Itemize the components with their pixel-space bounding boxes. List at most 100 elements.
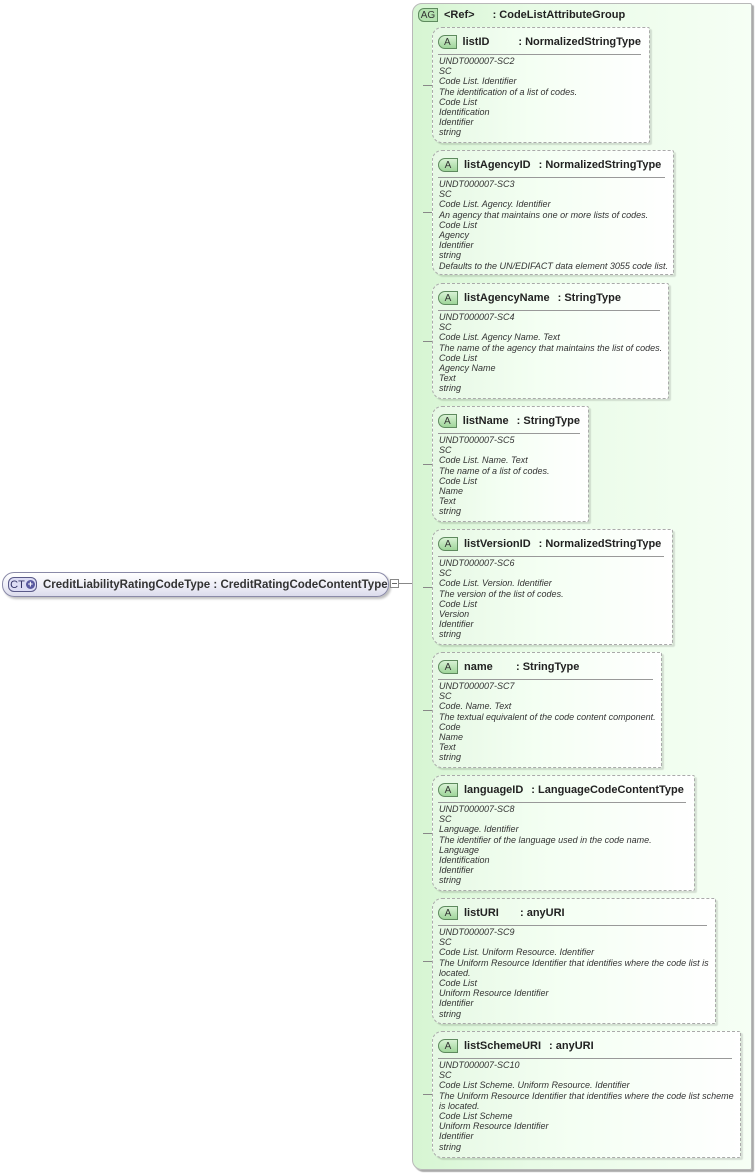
attribute-badge: A xyxy=(438,414,457,428)
attribute-languageID[interactable]: A languageID : LanguageCodeContentType U… xyxy=(432,775,695,891)
doc-line: UNDT000007-SC8 xyxy=(439,804,515,814)
attribute-type: : anyURI xyxy=(549,1040,594,1052)
attribute-documentation: UNDT000007-SC8 SC Language. Identifier T… xyxy=(439,804,690,886)
attribute-name[interactable]: A name : StringType UNDT000007-SC7 SC Co… xyxy=(432,652,662,768)
doc-line: Code List xyxy=(439,475,478,486)
complex-type-base: CreditRatingCodeContentType xyxy=(220,578,388,591)
attribute-name: listAgencyID xyxy=(464,159,531,171)
connector-branch xyxy=(423,833,432,834)
doc-line: Name xyxy=(439,486,464,497)
attribute-group-header[interactable]: AG <Ref> : CodeListAttributeGroup xyxy=(418,8,625,22)
doc-line: Uniform Resource Identifier xyxy=(439,1121,549,1132)
doc-line: Code List xyxy=(439,978,478,989)
attribute-listName[interactable]: A listName : StringType UNDT000007-SC5 S… xyxy=(432,406,589,522)
attribute-documentation: UNDT000007-SC5 SC Code List. Name. Text … xyxy=(439,435,584,517)
attribute-badge: A xyxy=(438,291,458,305)
attribute-listSchemeURI[interactable]: A listSchemeURI : anyURI UNDT000007-SC10… xyxy=(432,1031,741,1158)
doc-line: The identification of a list of codes. xyxy=(439,86,578,97)
doc-line: string xyxy=(439,127,462,138)
attribute-listURI[interactable]: A listURI : anyURI UNDT000007-SC9 SC Cod… xyxy=(432,898,716,1024)
attribute-documentation: UNDT000007-SC7 SC Code. Name. Text The t… xyxy=(439,681,657,763)
attribute-name: listSchemeURI xyxy=(464,1040,542,1052)
doc-line: UNDT000007-SC7 xyxy=(439,681,515,691)
doc-line: Language. Identifier xyxy=(439,824,519,835)
doc-line: Code List. Uniform Resource. Identifier xyxy=(439,947,595,958)
doc-line: string xyxy=(439,250,462,261)
connector-branch xyxy=(423,212,432,213)
doc-line: Identifier xyxy=(439,117,474,128)
doc-line: Code List Scheme. Uniform Resource. Iden… xyxy=(439,1080,630,1091)
doc-line: string xyxy=(439,1008,462,1019)
doc-line: string xyxy=(439,383,462,394)
connector-branch xyxy=(423,587,432,588)
attribute-listVersionID[interactable]: A listVersionID : NormalizedStringType U… xyxy=(432,529,673,645)
attribute-type: : NormalizedStringType xyxy=(538,538,662,550)
doc-line: Code List. Identifier xyxy=(439,76,517,87)
doc-line: SC xyxy=(439,937,452,948)
attribute-header: A languageID : LanguageCodeContentType xyxy=(438,781,686,803)
connector-line xyxy=(399,583,423,584)
doc-line: UNDT000007-SC10 xyxy=(439,1060,520,1070)
complex-type-separator: : xyxy=(210,578,221,591)
doc-line: SC xyxy=(439,691,452,702)
doc-line: Code List Scheme xyxy=(439,1111,513,1122)
doc-line: UNDT000007-SC4 xyxy=(439,312,515,322)
attribute-documentation: UNDT000007-SC2 SC Code List. Identifier … xyxy=(439,56,645,138)
doc-line: string xyxy=(439,1141,462,1152)
attribute-name: listName xyxy=(462,415,509,427)
attribute-type: : NormalizedStringType xyxy=(518,36,641,48)
doc-line: Code List xyxy=(439,219,478,230)
attribute-documentation: UNDT000007-SC10 SC Code List Scheme. Uni… xyxy=(439,1060,736,1152)
doc-line: Agency Name xyxy=(439,363,496,374)
attribute-group-badge: AG xyxy=(418,8,438,22)
complex-type-badge: CT + xyxy=(8,577,37,592)
attribute-badge: A xyxy=(438,537,458,551)
attribute-badge: A xyxy=(438,906,458,920)
doc-line: Code List. Agency. Identifier xyxy=(439,199,551,210)
doc-line: string xyxy=(439,629,462,640)
doc-line: string xyxy=(439,875,462,886)
doc-line: UNDT000007-SC9 xyxy=(439,927,515,937)
attribute-group-type: : CodeListAttributeGroup xyxy=(492,9,626,21)
attribute-header: A listAgencyID : NormalizedStringType xyxy=(438,156,665,178)
attribute-name: listURI xyxy=(464,907,499,919)
doc-line: Code xyxy=(439,721,461,732)
attribute-listAgencyName[interactable]: A listAgencyName : StringType UNDT000007… xyxy=(432,283,669,399)
attribute-header: A listName : StringType xyxy=(438,412,580,434)
connector-branch xyxy=(423,710,432,711)
doc-line: Identifier xyxy=(439,865,474,876)
doc-line: Text xyxy=(439,496,456,507)
doc-line: SC xyxy=(439,189,452,200)
doc-line: SC xyxy=(439,1070,452,1081)
connector-branch xyxy=(423,85,432,86)
attribute-listID[interactable]: A listID : NormalizedStringType UNDT0000… xyxy=(432,27,650,143)
doc-line: Identifier xyxy=(439,240,474,251)
attribute-name: name xyxy=(464,661,493,673)
doc-line: Code List xyxy=(439,598,478,609)
attribute-header: A listURI : anyURI xyxy=(438,904,707,926)
plus-icon: + xyxy=(25,579,35,589)
attribute-header: A listSchemeURI : anyURI xyxy=(438,1037,732,1059)
doc-line: The version of the list of codes. xyxy=(439,588,564,599)
doc-line: Agency xyxy=(439,230,470,241)
connector-branch xyxy=(423,341,432,342)
attribute-badge: A xyxy=(438,158,458,172)
attribute-badge: A xyxy=(438,35,457,49)
attribute-type: : StringType xyxy=(516,661,580,673)
doc-line: UNDT000007-SC2 xyxy=(439,56,515,66)
doc-line: Defaults to the UN/EDIFACT data element … xyxy=(439,260,668,271)
doc-line: The name of the agency that maintains th… xyxy=(439,342,663,353)
attribute-name: listAgencyName xyxy=(464,292,550,304)
attribute-name: listVersionID xyxy=(464,538,531,550)
connector-branch xyxy=(423,464,432,465)
attribute-documentation: UNDT000007-SC6 SC Code List. Version. Id… xyxy=(439,558,668,640)
connector-branch xyxy=(423,1094,432,1095)
doc-line: Version xyxy=(439,609,470,620)
attribute-listAgencyID[interactable]: A listAgencyID : NormalizedStringType UN… xyxy=(432,150,674,275)
collapse-toggle-icon[interactable] xyxy=(390,579,399,588)
doc-line: The Uniform Resource Identifier that ide… xyxy=(439,1090,734,1111)
attribute-header: A name : StringType xyxy=(438,658,653,680)
doc-line: UNDT000007-SC5 xyxy=(439,435,515,445)
attribute-header: A listAgencyName : StringType xyxy=(438,289,660,311)
complex-type-node[interactable]: CT + CreditLiabilityRatingCodeType : Cre… xyxy=(2,572,389,597)
